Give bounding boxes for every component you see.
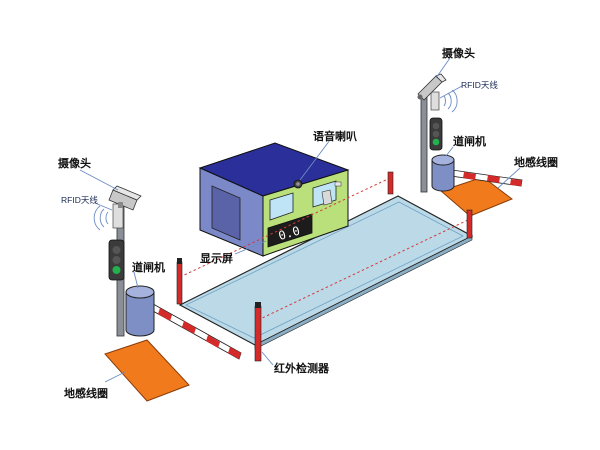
camera-pole-left bbox=[93, 202, 125, 337]
display-screen bbox=[267, 213, 313, 248]
camera-pole-right bbox=[420, 89, 458, 193]
label-gate-right: 道闸机 bbox=[453, 134, 486, 148]
gate-cabinet-right bbox=[431, 154, 455, 192]
gate-cabinet-left bbox=[125, 285, 155, 337]
speaker-icon bbox=[293, 179, 303, 189]
label-camera-left: 摄像头 bbox=[58, 156, 91, 170]
leader-loop-right bbox=[497, 167, 521, 189]
label-loop-left: 地感线圈 bbox=[64, 386, 108, 400]
leader-rfid-right bbox=[439, 85, 463, 99]
loop-coil-pad-right bbox=[440, 176, 514, 217]
infrared-post-3 bbox=[387, 171, 394, 195]
leader-display bbox=[234, 240, 267, 255]
control-booth bbox=[198, 142, 350, 257]
label-camera-right: 摄像头 bbox=[442, 46, 475, 60]
leader-camera-left bbox=[79, 169, 119, 191]
label-rfid-left: RFID天线 bbox=[61, 195, 98, 205]
label-rfid-right: RFID天线 bbox=[461, 80, 498, 90]
loop-coil-pad-left bbox=[104, 339, 190, 402]
leader-gate-right bbox=[445, 146, 454, 157]
leader-camera-right bbox=[435, 57, 451, 79]
display-readout: 0.0 bbox=[277, 224, 302, 243]
barrier-arm-left bbox=[143, 299, 242, 360]
infrared-beam-front bbox=[257, 218, 471, 321]
leader-speaker bbox=[299, 139, 331, 181]
label-display: 显示屏 bbox=[200, 252, 233, 265]
label-gate-left: 道闸机 bbox=[132, 260, 165, 274]
camera-icon-left bbox=[108, 185, 142, 211]
leader-loop-left bbox=[104, 371, 126, 383]
infrared-post-1 bbox=[176, 258, 183, 305]
leader-rfid-left bbox=[94, 202, 113, 211]
label-loop-right: 地感线圈 bbox=[514, 155, 558, 169]
label-speaker: 语音喇叭 bbox=[313, 129, 357, 143]
infrared-post-4 bbox=[466, 209, 473, 239]
leader-infrared bbox=[261, 351, 274, 366]
camera-icon-right bbox=[417, 73, 447, 101]
infrared-beam-back bbox=[179, 177, 391, 278]
label-infrared: 红外检测器 bbox=[274, 361, 330, 375]
leader-gate-left bbox=[133, 271, 139, 289]
infrared-post-2 bbox=[254, 302, 262, 362]
